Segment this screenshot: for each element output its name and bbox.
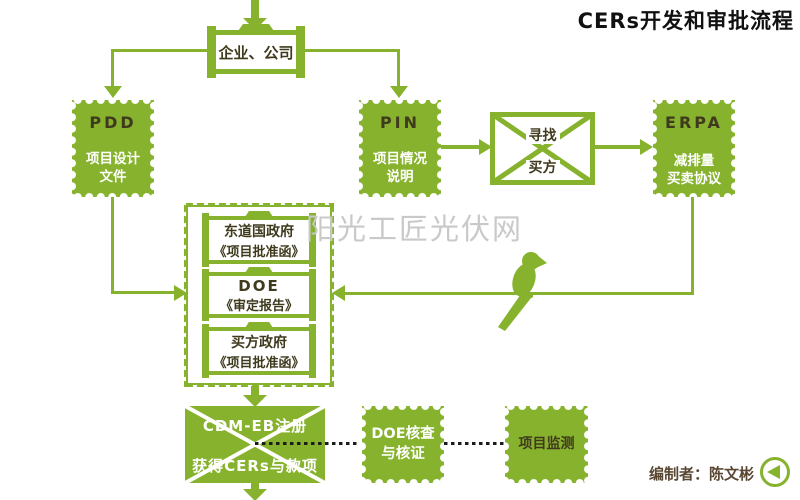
line-erpa-down (691, 197, 694, 295)
line-company-to-pdd-v (111, 49, 114, 88)
doe-verify-label: DOE核查 与核证 (371, 425, 435, 462)
node-find-buyer: 寻找 买方 (490, 112, 595, 185)
buyer-gov-line2: 《项目批准函》 (213, 355, 305, 371)
dotted-cdm-to-doeverify (255, 442, 359, 445)
find-buyer-line1: 寻找 (495, 125, 590, 145)
node-company: 企业、公司 (207, 24, 305, 78)
parrot-icon (498, 252, 547, 331)
frame-bump (245, 322, 273, 328)
line-company-to-pin-v (397, 49, 400, 88)
erpa-label: 减排量 买卖协议 (667, 152, 721, 187)
arrow-pin-to-findbuyer-shaft (441, 145, 483, 149)
play-back-icon (760, 457, 790, 487)
arrow-pdd-to-group-head (174, 285, 187, 301)
frame-bump (238, 24, 274, 31)
arrow-findbuyer-to-erpa-head (640, 139, 653, 155)
line-company-to-pin-h (305, 49, 400, 52)
node-pdd: PDD 项目设计 文件 (72, 100, 154, 197)
arrow-company-to-pdd-head (104, 86, 122, 98)
frame-bump (245, 267, 273, 273)
pdd-label: 项目设计 文件 (86, 150, 140, 185)
line-pdd-down (111, 197, 114, 294)
doe-report-line1: DOE (238, 276, 280, 295)
pin-label: 项目情况 说明 (373, 150, 427, 185)
page-title: CERs开发和审批流程 (577, 9, 794, 33)
node-doe-verify: DOE核查 与核证 (362, 406, 444, 483)
arrow-group-to-cdm-head (243, 395, 267, 407)
play-back-triangle (767, 465, 780, 479)
pin-abbr: PIN (379, 113, 421, 132)
node-erpa: ERPA 减排量 买卖协议 (653, 100, 735, 197)
node-host-gov: 东道国政府 《项目批准函》 (202, 211, 316, 267)
watermark: 阳光工匠光伏网 (306, 212, 524, 246)
arrow-company-to-pin-head (390, 86, 408, 98)
node-monitor: 项目监测 (505, 406, 588, 483)
host-gov-line2: 《项目批准函》 (213, 244, 305, 260)
node-doe-report: DOE 《审定报告》 (202, 267, 316, 321)
find-buyer-line2: 买方 (495, 157, 590, 177)
line-company-to-pdd-h (111, 49, 207, 52)
arrow-top-entry-shaft (251, 0, 259, 20)
dotted-doeverify-to-monitor (444, 442, 504, 445)
node-pin: PIN 项目情况 说明 (359, 100, 441, 197)
monitor-label: 项目监测 (518, 436, 575, 453)
cdm-register-line1: CDM-EB注册 (202, 417, 308, 435)
arrow-group-to-cdm-shaft (251, 386, 259, 397)
host-gov-line1: 东道国政府 (224, 223, 294, 240)
pdd-abbr: PDD (89, 113, 137, 132)
erpa-abbr: ERPA (665, 113, 723, 132)
credit-label: 编制者：陈文彬 (649, 465, 755, 483)
arrow-findbuyer-to-erpa-shaft (595, 145, 642, 149)
arrow-pin-to-findbuyer-head (479, 139, 492, 155)
line-pdd-to-group (111, 291, 175, 294)
group-approvals: 东道国政府 《项目批准函》 DOE 《审定报告》 买方政府 《项目批准函》 (184, 203, 334, 387)
arrow-bottom-exit-head (243, 489, 267, 500)
buyer-gov-line1: 买方政府 (231, 334, 287, 351)
doe-report-line2: 《审定报告》 (219, 298, 298, 314)
cdm-register-line2: 获得CERs与款项 (192, 457, 318, 475)
company-label: 企业、公司 (218, 43, 294, 62)
frame-bump (245, 211, 273, 217)
arrow-erpa-to-group-head (332, 285, 345, 301)
node-buyer-gov: 买方政府 《项目批准函》 (202, 322, 316, 378)
arrow-bottom-exit-shaft (251, 483, 259, 491)
